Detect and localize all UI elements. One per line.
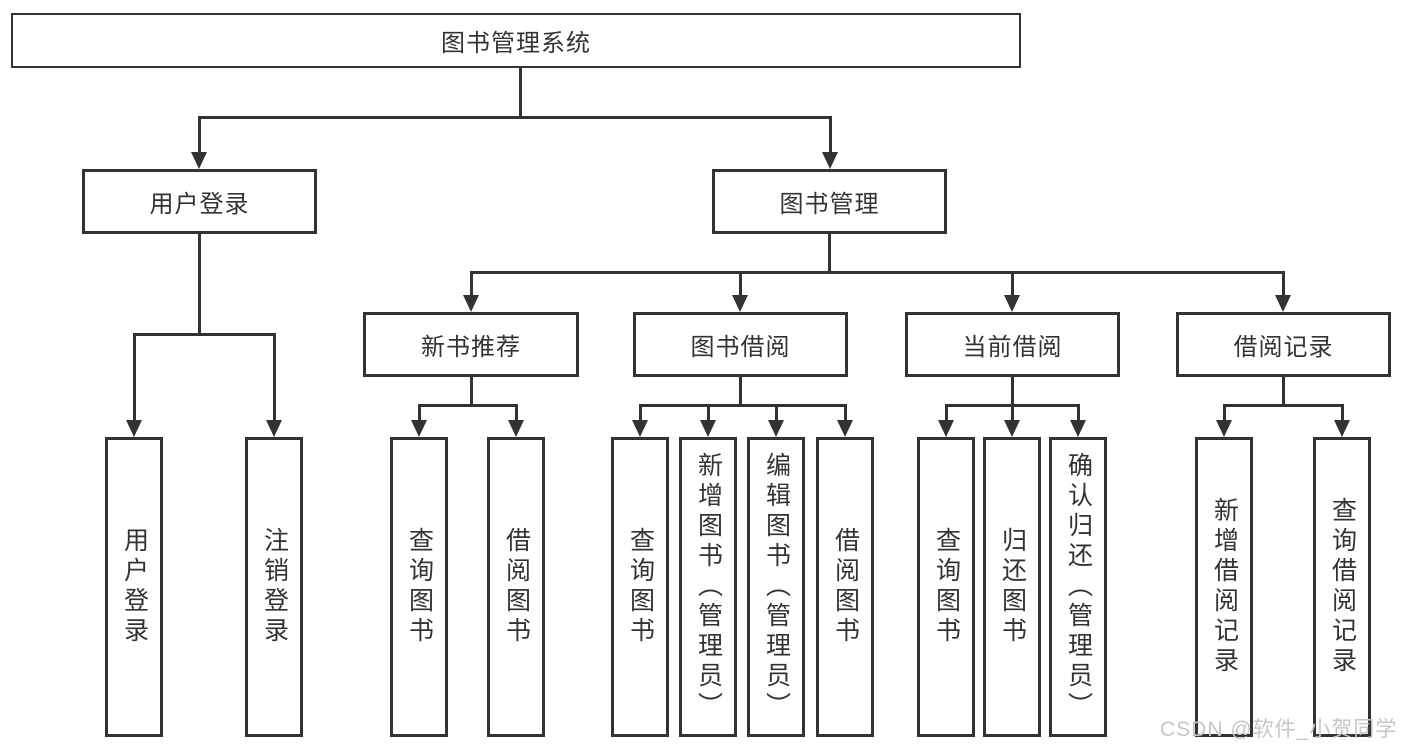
connector-level2-rail <box>470 271 1284 274</box>
arrowhead-down-icon <box>1334 420 1350 437</box>
arrowhead-down-icon <box>1004 420 1020 437</box>
leaf-borrow-books-recommend: 借阅图书 <box>487 437 545 737</box>
arrowhead-down-icon <box>411 420 427 437</box>
connector-segment <box>1223 404 1226 422</box>
connector-segment <box>133 333 136 421</box>
node-book-management: 图书管理 <box>712 169 947 234</box>
arrowhead-down-icon <box>1275 295 1291 312</box>
node-book-borrow: 图书借阅 <box>633 312 848 377</box>
connector-segment <box>1011 404 1014 422</box>
connector-segment <box>639 404 642 422</box>
connector-segment <box>470 375 473 406</box>
arrowhead-down-icon <box>191 152 207 169</box>
connector-level1-rail <box>198 116 832 119</box>
connector-segment <box>1011 375 1014 406</box>
connector-segment <box>470 271 473 297</box>
arrowhead-down-icon <box>1216 420 1232 437</box>
connector-segment <box>198 116 201 153</box>
leaf-confirm-return-admin: 确认归还（管理员） <box>1049 437 1107 737</box>
arrowhead-down-icon <box>822 152 838 169</box>
leaf-query-books-recommend: 查询图书 <box>390 437 448 737</box>
arrowhead-down-icon <box>126 420 142 437</box>
connector-segment <box>1282 375 1285 406</box>
node-library-system: 图书管理系统 <box>11 13 1021 68</box>
connector-segment <box>1011 271 1014 297</box>
leaf-query-books-current: 查询图书 <box>917 437 975 737</box>
connector-user-login-rail <box>133 333 276 336</box>
arrowhead-down-icon <box>463 295 479 312</box>
arrowhead-down-icon <box>1070 420 1086 437</box>
arrowhead-down-icon <box>768 420 784 437</box>
connector-segment <box>1341 404 1344 422</box>
csdn-watermark: CSDN @软件_小贺同学 <box>1160 718 1398 741</box>
arrowhead-down-icon <box>632 420 648 437</box>
connector-segment <box>273 333 276 421</box>
connector-segment <box>418 404 421 422</box>
arrowhead-down-icon <box>508 420 524 437</box>
leaf-user-login: 用户登录 <box>105 437 163 737</box>
leaf-borrow-books: 借阅图书 <box>816 437 874 737</box>
leaf-add-book-admin: 新增图书（管理员） <box>679 437 737 737</box>
connector-segment <box>1077 404 1080 422</box>
connector-segment <box>844 404 847 422</box>
arrowhead-down-icon <box>1004 295 1020 312</box>
node-user-login: 用户登录 <box>82 169 317 234</box>
connector-rail <box>1223 404 1344 407</box>
connector-segment <box>829 116 832 153</box>
arrowhead-down-icon <box>938 420 954 437</box>
arrowhead-down-icon <box>700 420 716 437</box>
connector-segment <box>739 375 742 406</box>
connector-segment <box>1282 271 1285 297</box>
connector-user-login-stem <box>198 232 201 335</box>
node-current-borrow: 当前借阅 <box>905 312 1120 377</box>
connector-book-mgmt-stem <box>828 232 831 273</box>
connector-segment <box>707 404 710 422</box>
arrowhead-down-icon <box>837 420 853 437</box>
leaf-add-borrow-record: 新增借阅记录 <box>1195 437 1253 737</box>
arrowhead-down-icon <box>266 420 282 437</box>
connector-segment <box>739 271 742 297</box>
node-borrow-records: 借阅记录 <box>1176 312 1391 377</box>
connector-rail <box>639 404 847 407</box>
connector-rail <box>418 404 518 407</box>
node-new-book-recommend: 新书推荐 <box>363 312 579 377</box>
leaf-query-books-borrow: 查询图书 <box>611 437 669 737</box>
arrowhead-down-icon <box>732 295 748 312</box>
connector-segment <box>945 404 948 422</box>
leaf-return-book: 归还图书 <box>983 437 1041 737</box>
connector-segment <box>515 404 518 422</box>
connector-root-stem <box>519 66 522 118</box>
leaf-logout: 注销登录 <box>245 437 303 737</box>
leaf-edit-book-admin: 编辑图书（管理员） <box>747 437 805 737</box>
leaf-query-borrow-record: 查询借阅记录 <box>1313 437 1371 737</box>
connector-segment <box>775 404 778 422</box>
